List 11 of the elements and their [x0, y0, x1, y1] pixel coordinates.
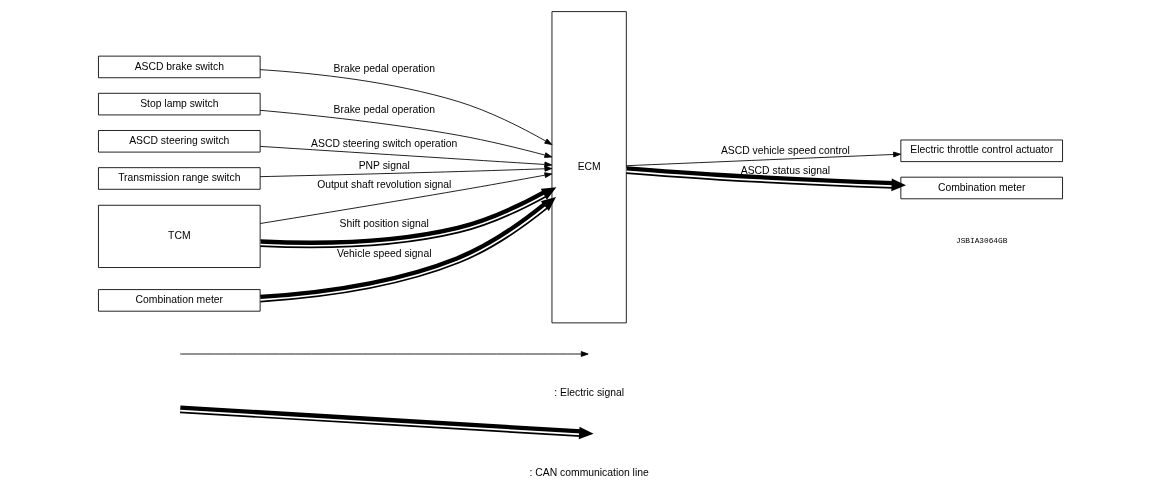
legend-label: : CAN communication line [529, 467, 649, 478]
edge-label: Shift position signal [339, 217, 429, 229]
edge-label: Brake pedal operation [333, 62, 435, 74]
edge-label: Output shaft revolution signal [317, 178, 452, 190]
edge-label: Vehicle speed signal [337, 247, 432, 259]
edge-label: ASCD vehicle speed control [720, 144, 850, 156]
edge-label: ASCD status signal [740, 164, 831, 176]
legend-label: : Electric signal [554, 387, 624, 399]
edge-label: Brake pedal operation [333, 104, 435, 116]
edge-label: PNP signal [358, 159, 410, 171]
edge-label: ASCD steering switch operation [311, 138, 458, 149]
